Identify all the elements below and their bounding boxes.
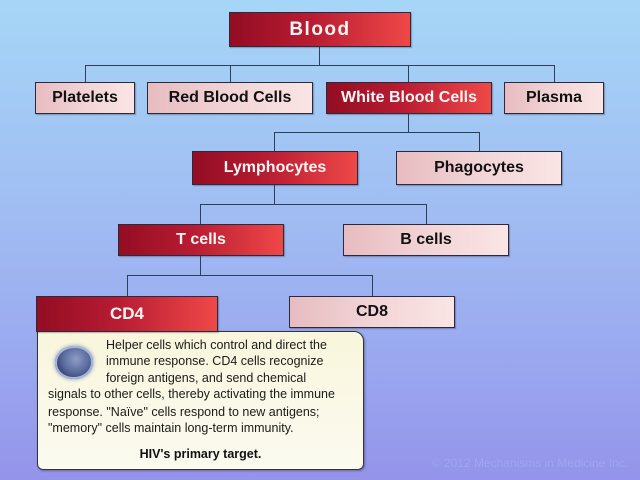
connector [274, 132, 479, 133]
node-label: CD8 [355, 303, 388, 320]
node-platelets[interactable]: Platelets [35, 82, 135, 114]
connector [372, 275, 373, 296]
connector [127, 275, 128, 296]
connector [426, 204, 427, 224]
connector [554, 65, 555, 82]
connector [479, 132, 480, 151]
connector [274, 132, 275, 151]
connector [230, 65, 231, 82]
node-t-cells[interactable]: T cells [118, 224, 284, 256]
node-phagocytes[interactable]: Phagocytes [396, 151, 562, 185]
info-line: response. "Naïve" cells respond to new a… [48, 405, 320, 419]
lymphocyte-cell-icon [55, 346, 93, 379]
node-label: Red Blood Cells [168, 89, 292, 106]
connector [408, 65, 409, 82]
connector [319, 46, 320, 65]
info-line: signals to other cells, thereby activati… [48, 387, 335, 401]
info-line: immune response. CD4 cells recognize [106, 354, 324, 368]
connector [127, 275, 372, 276]
node-label: T cells [176, 231, 226, 248]
node-label: Phagocytes [434, 159, 524, 176]
connector [274, 185, 275, 204]
cd4-info-panel: Helper cells which control and direct th… [37, 331, 364, 470]
node-b-cells[interactable]: B cells [343, 224, 509, 256]
node-label: B cells [400, 231, 452, 248]
node-lymphocytes[interactable]: Lymphocytes [192, 151, 358, 185]
node-label: Blood [289, 18, 351, 40]
node-blood[interactable]: Blood [229, 12, 411, 47]
info-line: foreign antigens, and send chemical [106, 371, 307, 385]
connector [200, 204, 426, 205]
node-label: Plasma [525, 89, 583, 106]
copyright-watermark: © 2012 Mechanisms in Medicine Inc. [431, 456, 628, 470]
connector [200, 256, 201, 275]
node-white-blood-cells[interactable]: White Blood Cells [326, 82, 492, 114]
info-line: Helper cells which control and direct th… [106, 338, 327, 352]
connector [85, 65, 554, 66]
node-label: Platelets [52, 89, 118, 106]
node-label: Lymphocytes [223, 159, 327, 176]
node-red-blood-cells[interactable]: Red Blood Cells [147, 82, 313, 114]
connector [200, 204, 201, 224]
node-plasma[interactable]: Plasma [504, 82, 604, 114]
node-label: CD4 [109, 304, 144, 323]
node-label: White Blood Cells [341, 89, 477, 106]
node-cd4[interactable]: CD4 [36, 296, 218, 332]
hiv-target-note: HIV's primary target. [139, 447, 262, 461]
connector [408, 114, 409, 132]
connector [85, 65, 86, 82]
info-line: "memory" cells maintain long-term immuni… [48, 421, 294, 435]
node-cd8[interactable]: CD8 [289, 296, 455, 328]
